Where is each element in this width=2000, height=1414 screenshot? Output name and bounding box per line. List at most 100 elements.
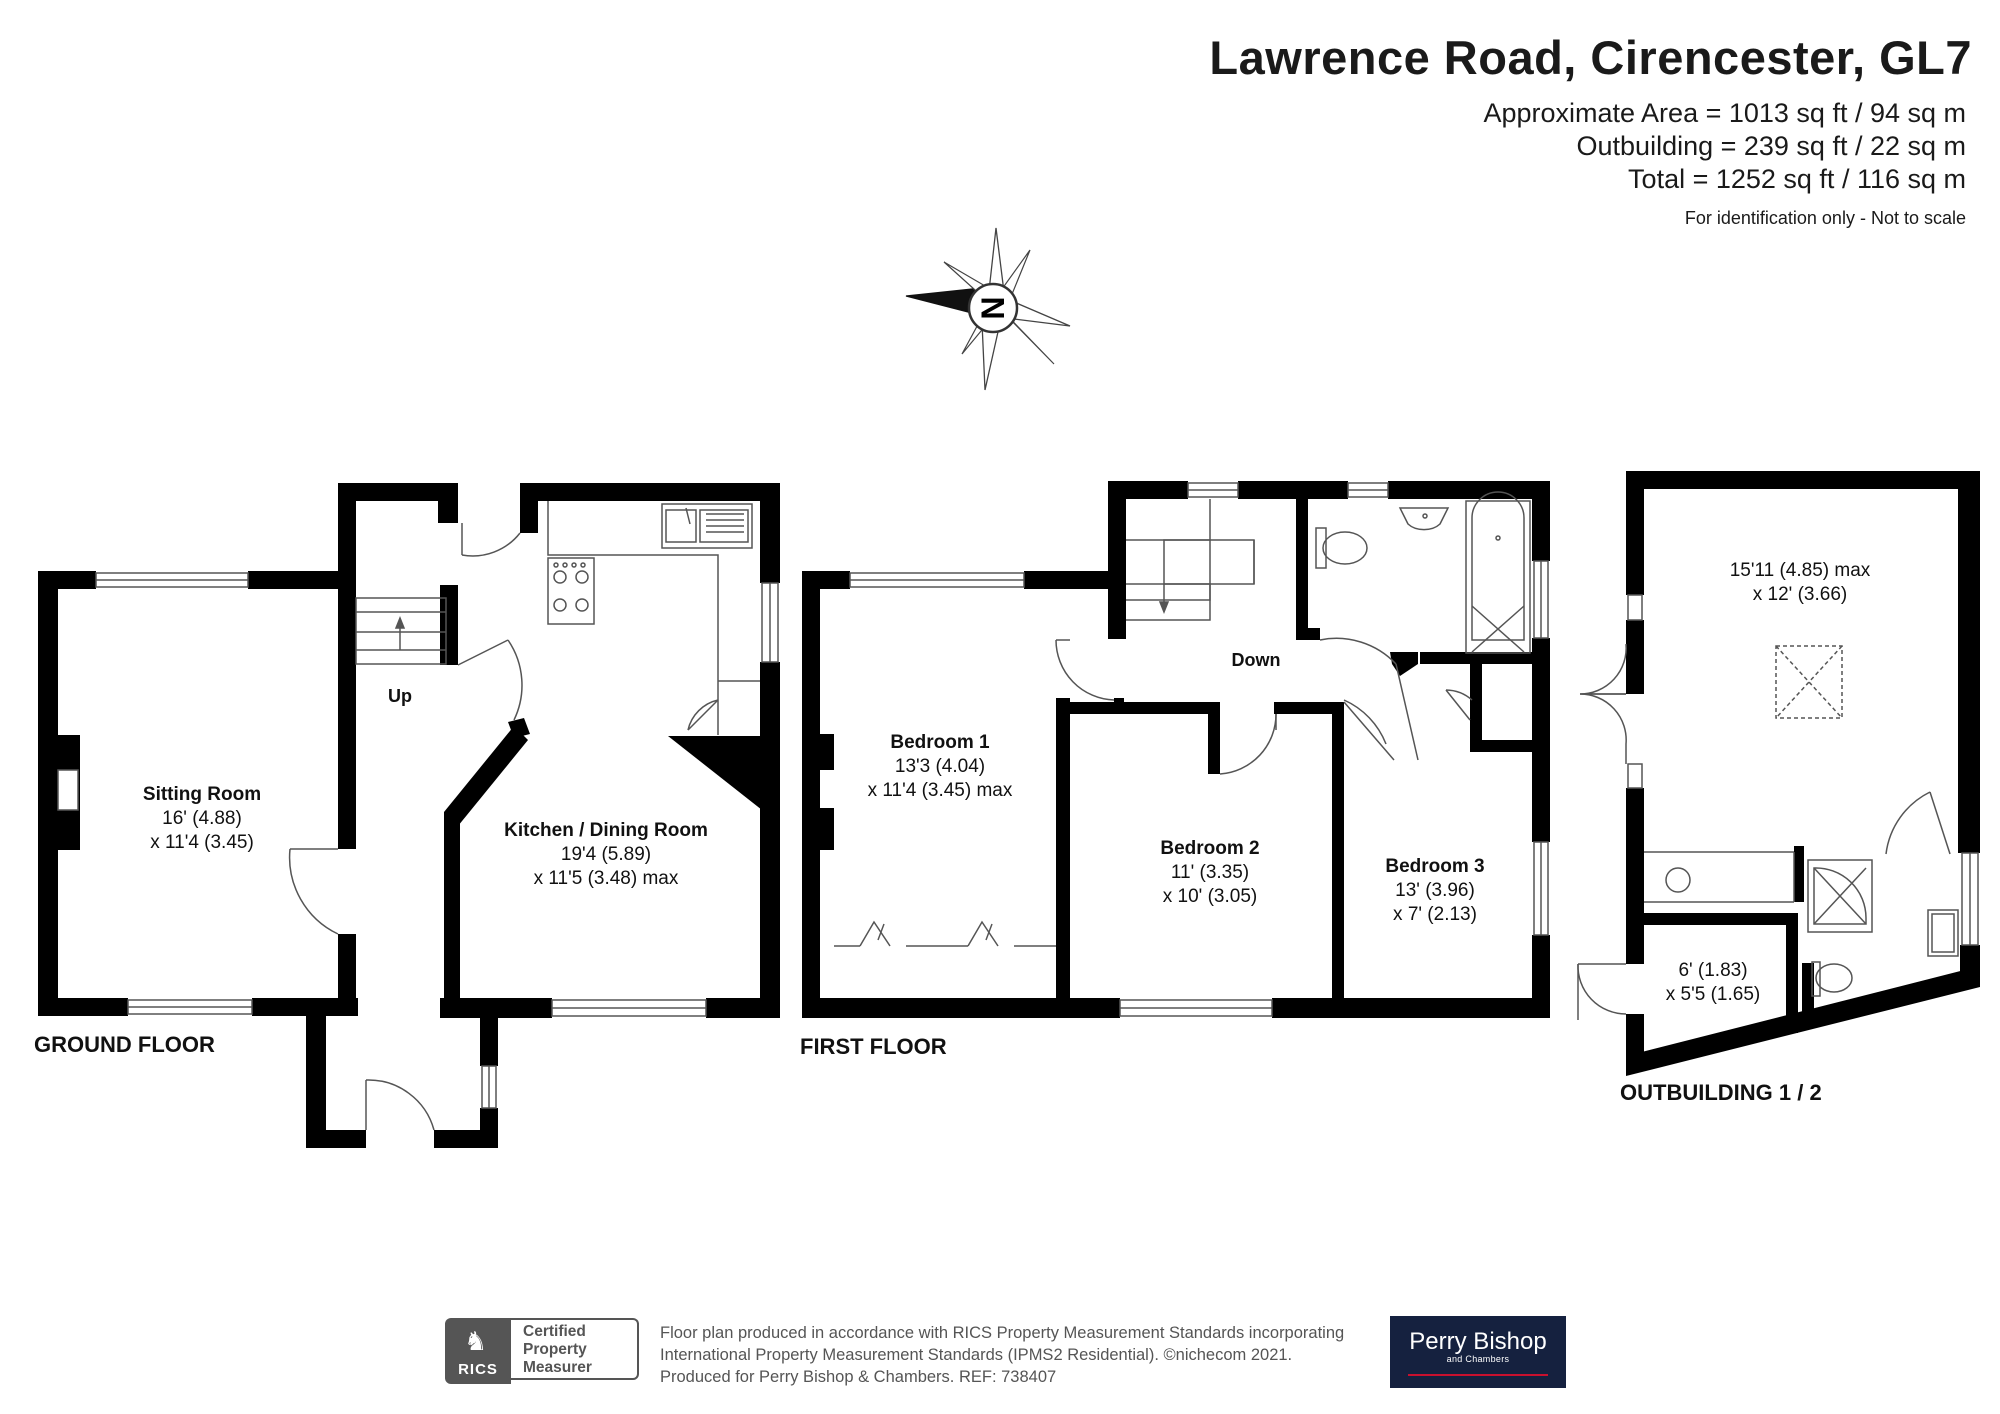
wall (1420, 652, 1532, 664)
outbuilding-small-dim2: x 5'5 (1.65) (1666, 984, 1760, 1005)
rics-lion-icon: ♞ (464, 1326, 488, 1356)
wall (508, 718, 530, 738)
wall (1056, 702, 1214, 714)
wall (1024, 571, 1118, 589)
wall (1958, 471, 1980, 853)
bedroom-1-dim2: x 11'4 (3.45) max (868, 780, 1013, 801)
rics-certified-text: Certified Property Measurer (511, 1318, 639, 1380)
chimney-breast (668, 736, 762, 810)
wall (1208, 702, 1220, 774)
property-title: Lawrence Road, Cirencester, GL7 (1209, 31, 1972, 84)
footer-line-3: Produced for Perry Bishop & Chambers. RE… (660, 1368, 1057, 1386)
wall (1108, 481, 1126, 639)
wall (1794, 846, 1804, 902)
wall (38, 571, 96, 589)
wall (1626, 620, 1644, 694)
wall (1272, 998, 1550, 1018)
wall (802, 571, 850, 589)
wall (480, 1012, 498, 1066)
footer-notice: Floor plan produced in accordance with R… (660, 1322, 1344, 1388)
wall (338, 589, 356, 849)
wall (440, 585, 458, 665)
wall (1626, 966, 1980, 1076)
ground-floor-label: GROUND FLOOR (34, 1032, 215, 1057)
outbuilding-plan (1626, 471, 1980, 1076)
wall (760, 483, 780, 583)
wall (802, 998, 1120, 1018)
wall (1332, 702, 1344, 1016)
wall (706, 998, 780, 1018)
wall (1274, 702, 1336, 714)
bedroom-1-name: Bedroom 1 (890, 732, 990, 753)
wall (520, 483, 780, 501)
approx-area: Approximate Area = 1013 sq ft / 94 sq m (1483, 98, 1966, 128)
bedroom-3-dim2: x 7' (2.13) (1393, 904, 1477, 925)
chimney-breast (820, 808, 834, 850)
wall (306, 1012, 326, 1148)
bedroom-3-name: Bedroom 3 (1385, 856, 1484, 877)
footer-line-1: Floor plan produced in accordance with R… (660, 1324, 1345, 1342)
sitting-room-dim2: x 11'4 (3.45) (150, 832, 254, 853)
kitchen-name: Kitchen / Dining Room (504, 820, 708, 841)
sitting-room-name: Sitting Room (143, 784, 261, 805)
wall (338, 483, 356, 589)
kitchen-dim1: 19'4 (5.89) (561, 844, 651, 865)
compass-rose: N (905, 227, 1071, 391)
first-floor-label: FIRST FLOOR (800, 1034, 947, 1059)
rics-logo: ♞ RICS (445, 1318, 511, 1384)
first-floor-details (834, 482, 1549, 1017)
wall (1470, 740, 1542, 752)
wall (802, 571, 820, 1016)
wall (252, 998, 358, 1016)
wall (1108, 481, 1188, 499)
rics-badge: ♞ RICS Certified Property Measurer (445, 1318, 645, 1384)
wall (1056, 698, 1070, 1016)
footer-line-2: International Property Measurement Stand… (660, 1346, 1293, 1364)
wall (440, 998, 552, 1018)
bedroom-3-dim1: 13' (3.96) (1395, 880, 1475, 901)
bedroom-2-name: Bedroom 2 (1160, 838, 1259, 859)
floor-labels: GROUND FLOOR FIRST FLOOR OUTBUILDING 1 /… (34, 1032, 1822, 1105)
outbuilding-area: Outbuilding = 239 sq ft / 22 sq m (1576, 131, 1966, 161)
brand-sub: and Chambers (1446, 1354, 1510, 1364)
wall (1626, 471, 1980, 489)
room-labels: Sitting Room 16' (4.88) x 11'4 (3.45) Up… (143, 560, 1871, 1005)
stairs-up-label: Up (388, 686, 412, 706)
compass-n-label: N (975, 296, 1011, 319)
wall (1626, 471, 1644, 595)
rics-logo-text: RICS (458, 1361, 498, 1378)
wall (1802, 963, 1814, 1015)
outbuilding-details (1577, 594, 1979, 1020)
wall (38, 998, 128, 1016)
ground-floor-details (57, 501, 779, 1131)
stairs-down-label: Down (1232, 650, 1281, 670)
chimney-breast (820, 734, 834, 770)
wall (248, 571, 354, 589)
wall (1532, 481, 1550, 561)
sitting-room-dim1: 16' (4.88) (162, 808, 242, 829)
wall (1388, 481, 1550, 499)
brand-name: Perry Bishop (1409, 1328, 1547, 1355)
bedroom-2-dim2: x 10' (3.05) (1163, 886, 1257, 907)
wall (1390, 652, 1418, 676)
wall (1296, 628, 1320, 640)
outbuilding-small-dim1: 6' (1.83) (1678, 960, 1747, 981)
wall (1642, 913, 1798, 925)
outbuilding-label: OUTBUILDING 1 / 2 (1620, 1080, 1822, 1105)
total-area: Total = 1252 sq ft / 116 sq m (1628, 164, 1966, 194)
wall (1238, 481, 1348, 499)
wall (444, 812, 460, 1012)
bedroom-2-dim1: 11' (3.35) (1171, 862, 1249, 883)
wall (520, 483, 538, 533)
wall (1786, 913, 1798, 1033)
wall (306, 1130, 366, 1148)
wall (338, 483, 458, 501)
wall (1626, 788, 1644, 964)
wall (338, 934, 356, 1016)
brand-accent-bar (1408, 1374, 1548, 1376)
wall (38, 571, 58, 1016)
outbuilding-main-dim2: x 12' (3.66) (1753, 584, 1847, 605)
first-floor-plan (802, 481, 1550, 1018)
wall (438, 483, 458, 523)
